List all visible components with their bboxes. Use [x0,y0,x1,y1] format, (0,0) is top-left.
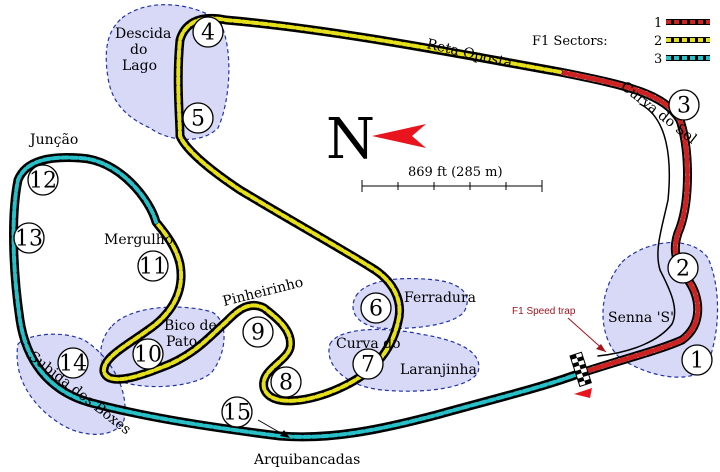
label-lago: Lago [122,58,157,74]
corner-number: 14 [59,352,87,377]
legend: 1 F1 Sectors: 2 3 [532,16,710,67]
corner-number: 15 [223,401,251,426]
label-ferradura: Ferradura [404,290,476,306]
label-pato: Pato [166,334,197,350]
north-arrow-icon [372,124,426,148]
corner-number: 2 [676,257,690,282]
legend-num-1: 1 [654,16,662,31]
corner-number: 7 [361,353,375,378]
label-senna-s: Senna 'S' [608,310,674,326]
label-laranjinha: Laranjinha [400,362,477,378]
zone-subida-dos-boxes [16,333,126,435]
corner-numbers: 1 2 3 4 5 6 7 8 9 10 11 12 13 14 15 [15,21,704,426]
scale-label: 869 ft (285 m) [408,165,503,180]
direction-arrow-icon [574,388,592,398]
scale-bar [361,180,543,192]
speed-trap: F1 Speed trap [512,306,607,353]
corner-number: 6 [369,297,383,322]
corner-15-pointer [257,419,287,437]
sector-3-dash [11,155,580,439]
label-curva-do: Curva do [336,336,401,352]
north-indicator: N [326,107,426,172]
corner-number: 1 [690,349,704,374]
label-arquibancadas: Arquibancadas [253,452,360,468]
label-do: do [130,42,147,58]
corner-number: 4 [201,21,215,46]
sector-2-dash [101,16,562,403]
legend-num-3: 3 [654,52,662,67]
legend-num-2: 2 [654,34,662,49]
corner-number: 8 [279,371,293,396]
corner-number: 5 [191,107,205,132]
label-reta-oposta: Reta Oposta [425,36,514,71]
corner-number: 12 [29,169,57,194]
speed-trap-label: F1 Speed trap [512,306,576,317]
corner-number: 10 [134,343,162,368]
corner-number: 13 [15,227,43,252]
corner-number: 11 [139,255,167,280]
north-label: N [326,107,375,172]
sector-1-dash [557,69,701,377]
label-mergulho: Mergulho [104,232,173,248]
label-juncao: Junção [28,132,78,148]
label-descida: Descida [115,26,171,42]
track [9,14,703,442]
start-finish-line [569,351,592,388]
corner-markers [13,16,713,428]
label-bico-de: Bico de [164,318,217,334]
corner-number: 9 [251,321,265,346]
pit-lane [597,103,676,357]
corner-number: 3 [677,94,691,119]
legend-title: F1 Sectors: [532,34,608,49]
